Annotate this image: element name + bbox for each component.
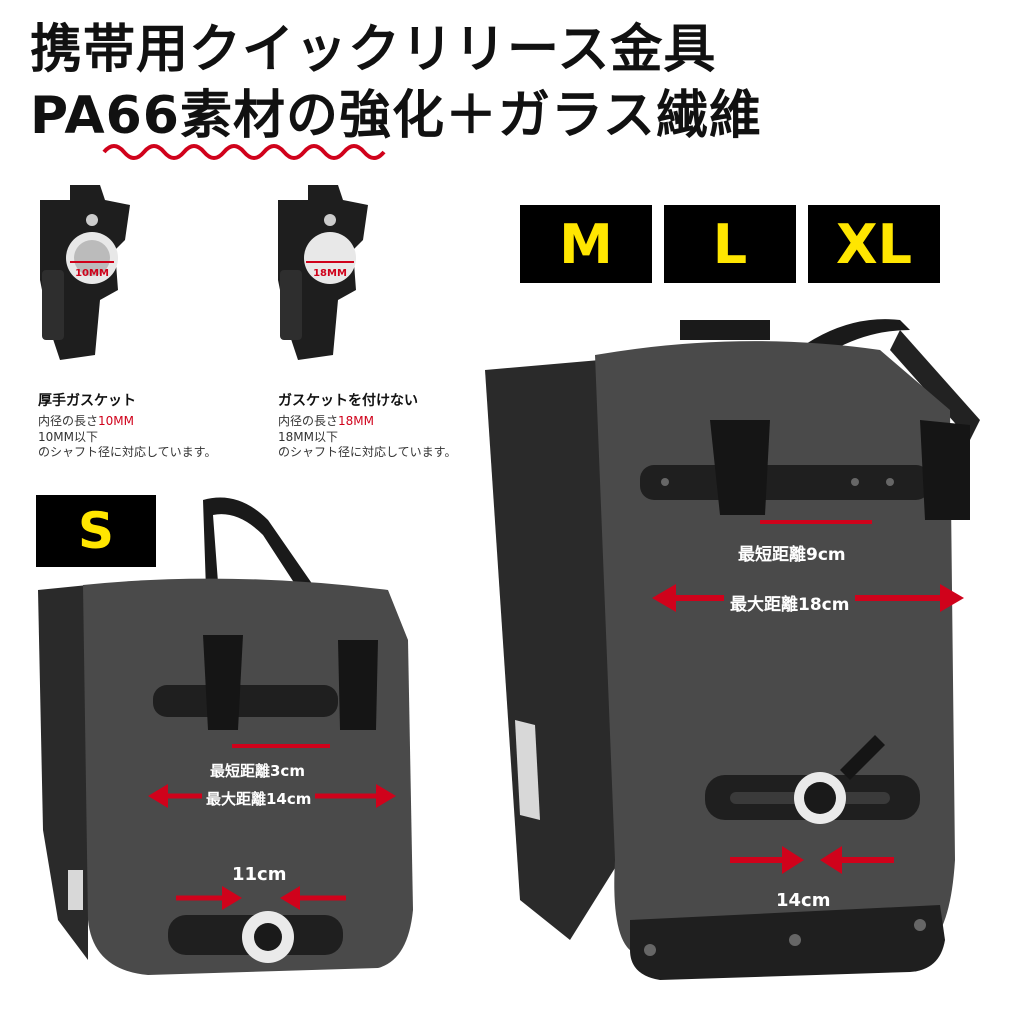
clip-right-image: 18MM	[278, 185, 368, 360]
size-m-badge: M	[520, 205, 652, 283]
clip-left-line2: 10MM以下	[38, 430, 98, 444]
clip-left-line3: のシャフト径に対応しています。	[38, 445, 217, 459]
clip-left-title: 厚手ガスケット	[38, 393, 136, 409]
headline-line2: PA66素材の強化＋ガラス繊維	[30, 86, 762, 146]
size-xl-badge: XL	[808, 205, 940, 283]
large-bottom-arrows	[730, 846, 894, 874]
clip-right-line1: 内径の長さ18MM	[278, 414, 374, 428]
large-bottom-width-label: 14cm	[776, 890, 831, 911]
large-min-distance-label: 最短距離9cm	[738, 545, 846, 565]
clip-right-title: ガスケットを付けない	[278, 393, 418, 409]
small-min-distance-label: 最短距離3cm	[210, 762, 305, 780]
red-wavy-underline	[102, 144, 386, 160]
clip-left-inner-label: 10MM	[75, 268, 109, 279]
clip-right-inner-label: 18MM	[313, 268, 347, 279]
headline-line1: 携帯用クイックリリース金具	[30, 20, 717, 80]
small-bag-image	[38, 497, 413, 975]
large-min-distance-bar	[760, 520, 872, 524]
small-bottom-width-label: 11cm	[232, 864, 287, 885]
size-s-badge: S	[36, 495, 156, 567]
large-max-distance-label: 最大距離18cm	[724, 590, 856, 615]
small-bottom-arrows	[176, 886, 346, 910]
clip-right-line3: のシャフト径に対応しています。	[278, 445, 457, 459]
small-max-distance-label: 最大距離14cm	[202, 788, 316, 809]
clip-left-line1: 内径の長さ10MM	[38, 414, 134, 428]
size-l-badge: L	[664, 205, 796, 283]
clip-left-image: 10MM	[40, 185, 130, 360]
clip-right-line2: 18MM以下	[278, 430, 338, 444]
small-min-distance-bar	[232, 744, 330, 748]
large-bag-image	[485, 319, 980, 980]
